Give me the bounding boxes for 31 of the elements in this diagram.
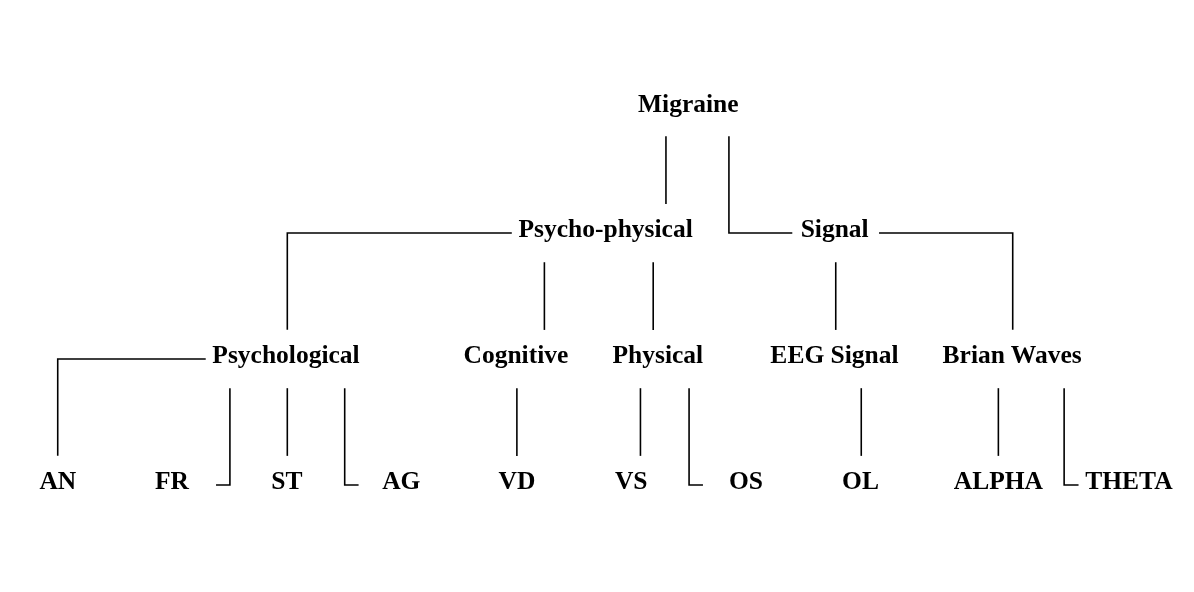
- node-text: VD: [498, 466, 536, 496]
- connector: [834, 261, 837, 331]
- node-text: FR: [154, 466, 189, 496]
- connector: [286, 232, 513, 331]
- connector: [543, 261, 546, 331]
- connector: [878, 232, 1014, 331]
- node-text: Psycho-physical: [518, 214, 693, 244]
- node-text: THETA: [1085, 466, 1173, 496]
- node-text: OS: [728, 466, 763, 496]
- node-text: AG: [382, 466, 421, 496]
- node-text: Cognitive: [463, 340, 569, 370]
- connector: [665, 135, 667, 205]
- connector: [286, 387, 289, 457]
- node-text: VS: [614, 466, 648, 496]
- node-text: Signal: [800, 214, 869, 244]
- connector: [860, 387, 863, 457]
- node-text: EEG Signal: [770, 340, 899, 370]
- connector: [652, 261, 654, 331]
- node-text: Psychological: [212, 340, 360, 370]
- node-text: Physical: [612, 340, 704, 370]
- connector: [56, 358, 207, 457]
- node-text: ST: [271, 466, 303, 496]
- node-text: Brian Waves: [942, 340, 1082, 370]
- node-text: Migraine: [638, 88, 739, 118]
- node-text: OL: [842, 466, 879, 496]
- connector: [728, 135, 794, 234]
- connector: [639, 387, 642, 457]
- connector: [516, 387, 518, 457]
- node-text: AN: [39, 466, 77, 496]
- node-text: ALPHA: [953, 466, 1043, 496]
- connector: [997, 387, 1000, 457]
